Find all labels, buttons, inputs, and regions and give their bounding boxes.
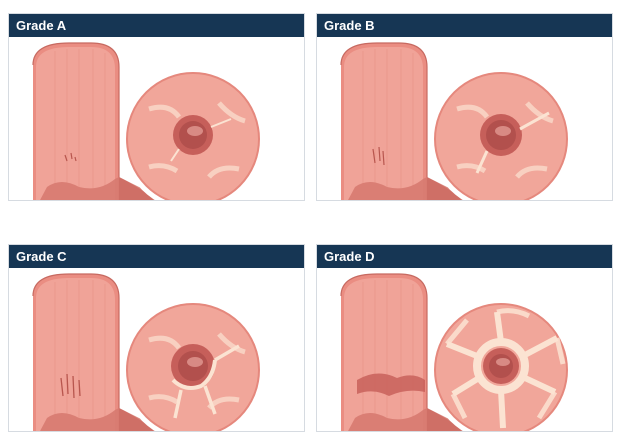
panel-header-grade-d: Grade D [317, 245, 612, 268]
esophagus-illustration-grade-c [9, 268, 305, 432]
panel-header-grade-c: Grade C [9, 245, 304, 268]
panel-header-grade-a: Grade A [9, 14, 304, 37]
page-title [0, 0, 617, 8]
panel-grade-d: Grade D [316, 244, 613, 432]
esophagus-illustration-grade-d [317, 268, 613, 432]
panel-grade-c: Grade C [8, 244, 305, 432]
panel-label-grade-b: Grade B [324, 18, 375, 33]
panel-label-grade-c: Grade C [16, 249, 67, 264]
panel-header-grade-b: Grade B [317, 14, 612, 37]
panel-grade-a: Grade A [8, 13, 305, 201]
esophagus-illustration-grade-b [317, 37, 613, 201]
panel-label-grade-a: Grade A [16, 18, 66, 33]
panel-grade-b: Grade B [316, 13, 613, 201]
panel-label-grade-d: Grade D [324, 249, 375, 264]
esophagus-illustration-grade-a [9, 37, 305, 201]
